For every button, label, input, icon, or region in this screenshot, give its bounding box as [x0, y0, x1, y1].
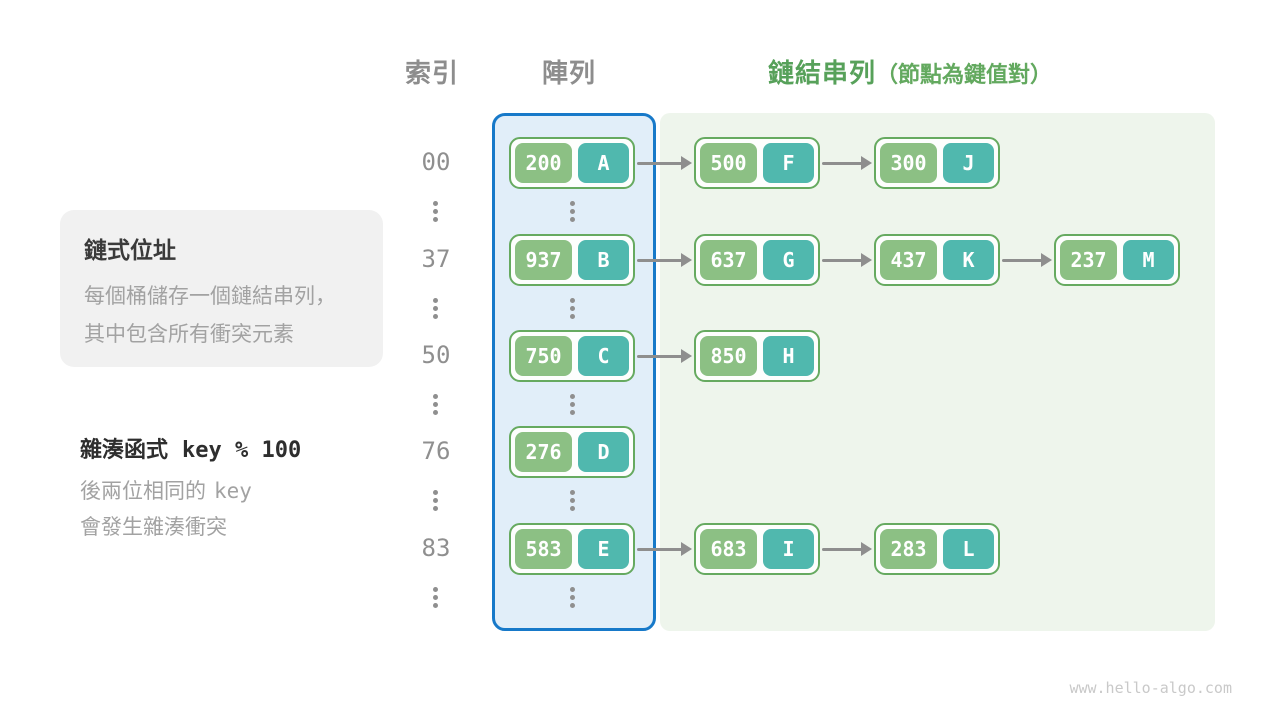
linked-list-header-label: 鏈結串列 [768, 58, 877, 88]
bucket-index-label: 00 [421, 148, 451, 176]
value-cell: F [763, 143, 814, 183]
value-cell: G [763, 240, 814, 280]
hash-note-line2: 會發生雜湊衝突 [80, 516, 227, 539]
hash-note-title-text: 雜湊函式 [80, 437, 169, 462]
hash-note-title: 雜湊函式 key % 100 [80, 432, 301, 464]
ellipsis-dots [433, 587, 438, 608]
bucket-index-label: 83 [421, 534, 451, 562]
key-cell: 937 [515, 240, 572, 280]
hash-note-title-code: key % 100 [182, 438, 302, 463]
value-cell: C [578, 336, 629, 376]
value-cell: B [578, 240, 629, 280]
key-cell: 850 [700, 336, 757, 376]
key-cell: 200 [515, 143, 572, 183]
ellipsis-dots [433, 298, 438, 319]
info-box-body: 每個桶儲存一個鏈結串列， 其中包含所有衝突元素 [84, 278, 359, 354]
linked-list-header-note: （節點為鍵值對） [876, 62, 1053, 87]
value-cell: E [578, 529, 629, 569]
ellipsis-dots [433, 394, 438, 415]
value-cell: J [943, 143, 994, 183]
value-cell: I [763, 529, 814, 569]
info-box-line2: 其中包含所有衝突元素 [84, 323, 294, 346]
key-cell: 300 [880, 143, 937, 183]
hash-note-line1: 後兩位相同的 key [80, 473, 301, 510]
key-cell: 437 [880, 240, 937, 280]
pointer-arrow [1002, 253, 1052, 267]
ellipsis-dots [570, 394, 575, 415]
key-cell: 276 [515, 432, 572, 472]
key-cell: 500 [700, 143, 757, 183]
key-cell: 283 [880, 529, 937, 569]
bucket-index-label: 76 [421, 437, 451, 465]
key-cell: 750 [515, 336, 572, 376]
ellipsis-dots [570, 587, 575, 608]
ellipsis-dots [433, 490, 438, 511]
hash-note-body: 後兩位相同的 key 會發生雜湊衝突 [80, 473, 301, 546]
hash-function-note: 雜湊函式 key % 100 後兩位相同的 key 會發生雜湊衝突 [80, 432, 301, 546]
key-cell: 637 [700, 240, 757, 280]
value-cell: L [943, 529, 994, 569]
pointer-arrow [822, 156, 872, 170]
bucket-index-label: 50 [421, 341, 451, 369]
value-cell: M [1123, 240, 1174, 280]
index-column-header: 索引 [405, 58, 460, 88]
value-cell: D [578, 432, 629, 472]
linked-list-column-header: 鏈結串列（節點為鍵值對） [768, 53, 1052, 90]
pointer-arrow [637, 156, 692, 170]
pointer-arrow [822, 542, 872, 556]
ellipsis-dots [570, 298, 575, 319]
watermark: www.hello-algo.com [1069, 679, 1232, 697]
value-cell: K [943, 240, 994, 280]
chaining-info-box: 鏈式位址 每個桶儲存一個鏈結串列， 其中包含所有衝突元素 [60, 210, 383, 367]
bucket-index-label: 37 [421, 245, 451, 273]
pointer-arrow [822, 253, 872, 267]
pointer-arrow [637, 542, 692, 556]
ellipsis-dots [570, 490, 575, 511]
key-cell: 683 [700, 529, 757, 569]
array-column-header: 陣列 [542, 58, 597, 88]
value-cell: H [763, 336, 814, 376]
info-box-line1: 每個桶儲存一個鏈結串列， [84, 285, 336, 308]
ellipsis-dots [433, 201, 438, 222]
pointer-arrow [637, 253, 692, 267]
value-cell: A [578, 143, 629, 183]
hash-note-line1-text: 後兩位相同的 [80, 480, 206, 503]
pointer-arrow [637, 349, 692, 363]
key-cell: 583 [515, 529, 572, 569]
hash-note-line1-code: key [214, 479, 252, 503]
info-box-title: 鏈式位址 [84, 237, 176, 263]
key-cell: 237 [1060, 240, 1117, 280]
ellipsis-dots [570, 201, 575, 222]
